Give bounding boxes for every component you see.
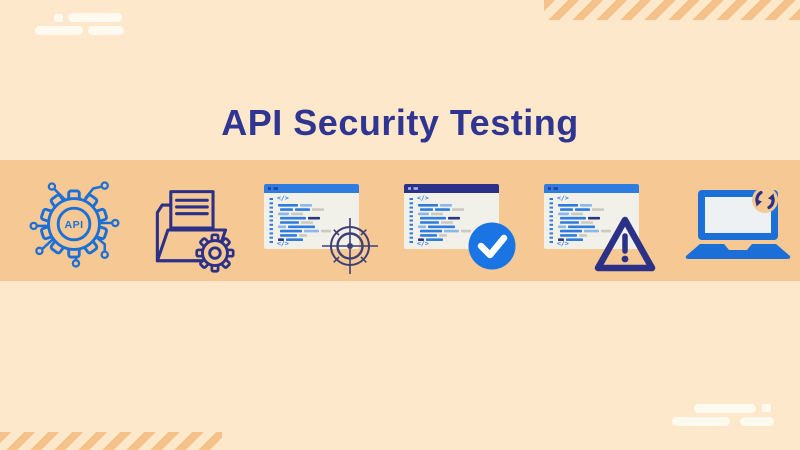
svg-text:</>: </> [557,194,569,202]
svg-text:</>: </> [417,194,429,202]
svg-text:</>: </> [277,194,289,202]
code-window-warning-icon: </> </> [544,184,656,272]
icon-band: API </> </ [0,160,800,281]
svg-text:</>: </> [557,240,569,248]
code-window-verified-icon: </> </> [404,184,516,270]
window-titlebar [544,184,639,193]
dash-square [54,14,63,22]
dash-bar [740,417,774,426]
target-crosshair-icon [322,218,378,274]
api-label: API [64,219,83,231]
code-lines: </> </> [409,194,471,248]
dash-bar [88,26,124,35]
svg-text:</>: </> [417,240,429,248]
dash-square [762,404,771,412]
code-lines: </> </> [269,194,331,248]
stripes-decoration-bottom-left [0,432,222,450]
laptop-base [685,244,791,259]
laptop-notch [724,244,752,250]
page-title: API Security Testing [221,102,579,143]
dash-bar [694,404,756,413]
window-titlebar [264,184,359,193]
check-badge-icon [468,222,516,270]
folder-documents-gear-icon [155,190,235,273]
api-gear-icon: API [29,181,120,268]
dash-bar [68,13,122,22]
dash-bar [35,26,83,35]
document [169,190,215,230]
stripes-decoration-top-right [544,0,800,20]
code-window-target-icon: </> </> [264,184,378,274]
warning-triangle-icon [594,216,656,272]
window-titlebar [404,184,499,193]
svg-text:</>: </> [277,240,289,248]
sync-icon [752,187,778,213]
laptop-sync-icon [685,187,791,259]
gear [195,233,235,273]
code-lines: </> </> [549,194,611,248]
dash-bar [672,417,730,426]
